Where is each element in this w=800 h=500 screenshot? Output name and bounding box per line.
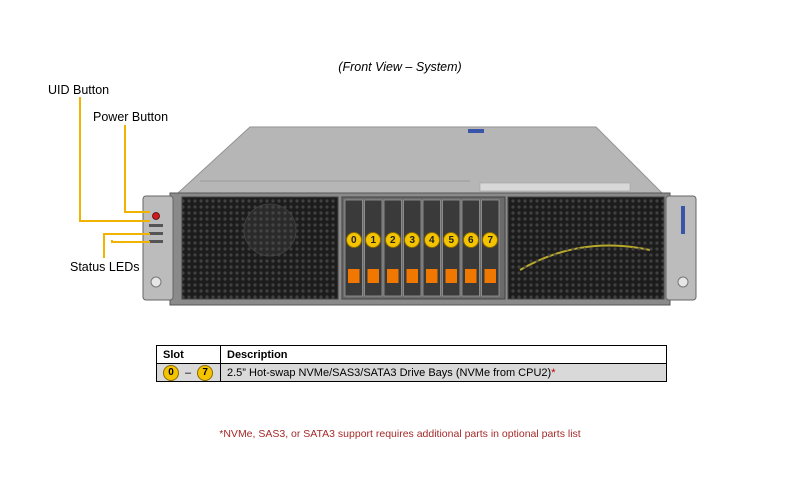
power-leader-line (124, 125, 150, 213)
status-led-2 (149, 240, 163, 243)
description-asterisk: * (551, 366, 556, 379)
status-leds-leader-line (103, 233, 150, 258)
table-header-row: Slot Description (156, 345, 667, 364)
drive-latch-7 (484, 269, 496, 283)
drive-latch-6 (465, 269, 477, 283)
drive-bay-badge-3: 3 (404, 232, 421, 248)
chassis-label (468, 129, 484, 133)
uid-button (149, 224, 163, 227)
footnote: *NVMe, SAS3, or SATA3 support requires a… (219, 428, 581, 440)
brand-logo (681, 206, 685, 234)
left-thumbscrew (150, 276, 162, 288)
drive-latch-1 (367, 269, 379, 283)
drive-latch-5 (445, 269, 457, 283)
status-leds-label: Status LEDs (70, 260, 140, 274)
drive-bay-badge-1: 1 (365, 232, 382, 248)
slot-badge-start: 0 (163, 364, 179, 381)
drive-latch-0 (348, 269, 360, 283)
left-rack-ear (142, 195, 174, 301)
drive-bay-badge-0: 0 (345, 232, 362, 248)
slot-cell: 0 – 7 (156, 363, 221, 382)
power-button-label: Power Button (93, 110, 169, 124)
drive-bay-badge-4: 4 (423, 232, 440, 248)
right-thumbscrew (677, 276, 689, 288)
drive-latch-4 (426, 269, 438, 283)
description-header: Description (220, 345, 667, 364)
drive-latch-2 (387, 269, 399, 283)
drive-latch-3 (406, 269, 418, 283)
description-text: 2.5” Hot-swap NVMe/SAS3/SATA3 Drive Bays… (227, 366, 552, 379)
slot-header: Slot (156, 345, 221, 364)
drive-slot-table: Slot Description 0 – 7 2.5” Hot-swap NVM… (156, 345, 667, 382)
drive-bay-badge-5: 5 (443, 232, 460, 248)
status-led-1 (149, 232, 163, 235)
table-row: 0 – 7 2.5” Hot-swap NVMe/SAS3/SATA3 Driv… (156, 363, 667, 382)
uid-leader-line (79, 97, 150, 222)
power-button (152, 212, 160, 220)
right-rack-ear (665, 195, 697, 301)
chassis-service-label (479, 182, 631, 192)
uid-button-label: UID Button (48, 83, 110, 97)
slot-range-dash: – (185, 366, 192, 379)
drive-bay-badge-6: 6 (462, 232, 479, 248)
description-cell: 2.5” Hot-swap NVMe/SAS3/SATA3 Drive Bays… (220, 363, 667, 382)
drive-bay-badge-2: 2 (384, 232, 401, 248)
figure-title: (Front View – System) (338, 60, 462, 74)
drive-bay-badge-7: 7 (482, 232, 499, 248)
slot-badge-end: 7 (197, 364, 214, 381)
